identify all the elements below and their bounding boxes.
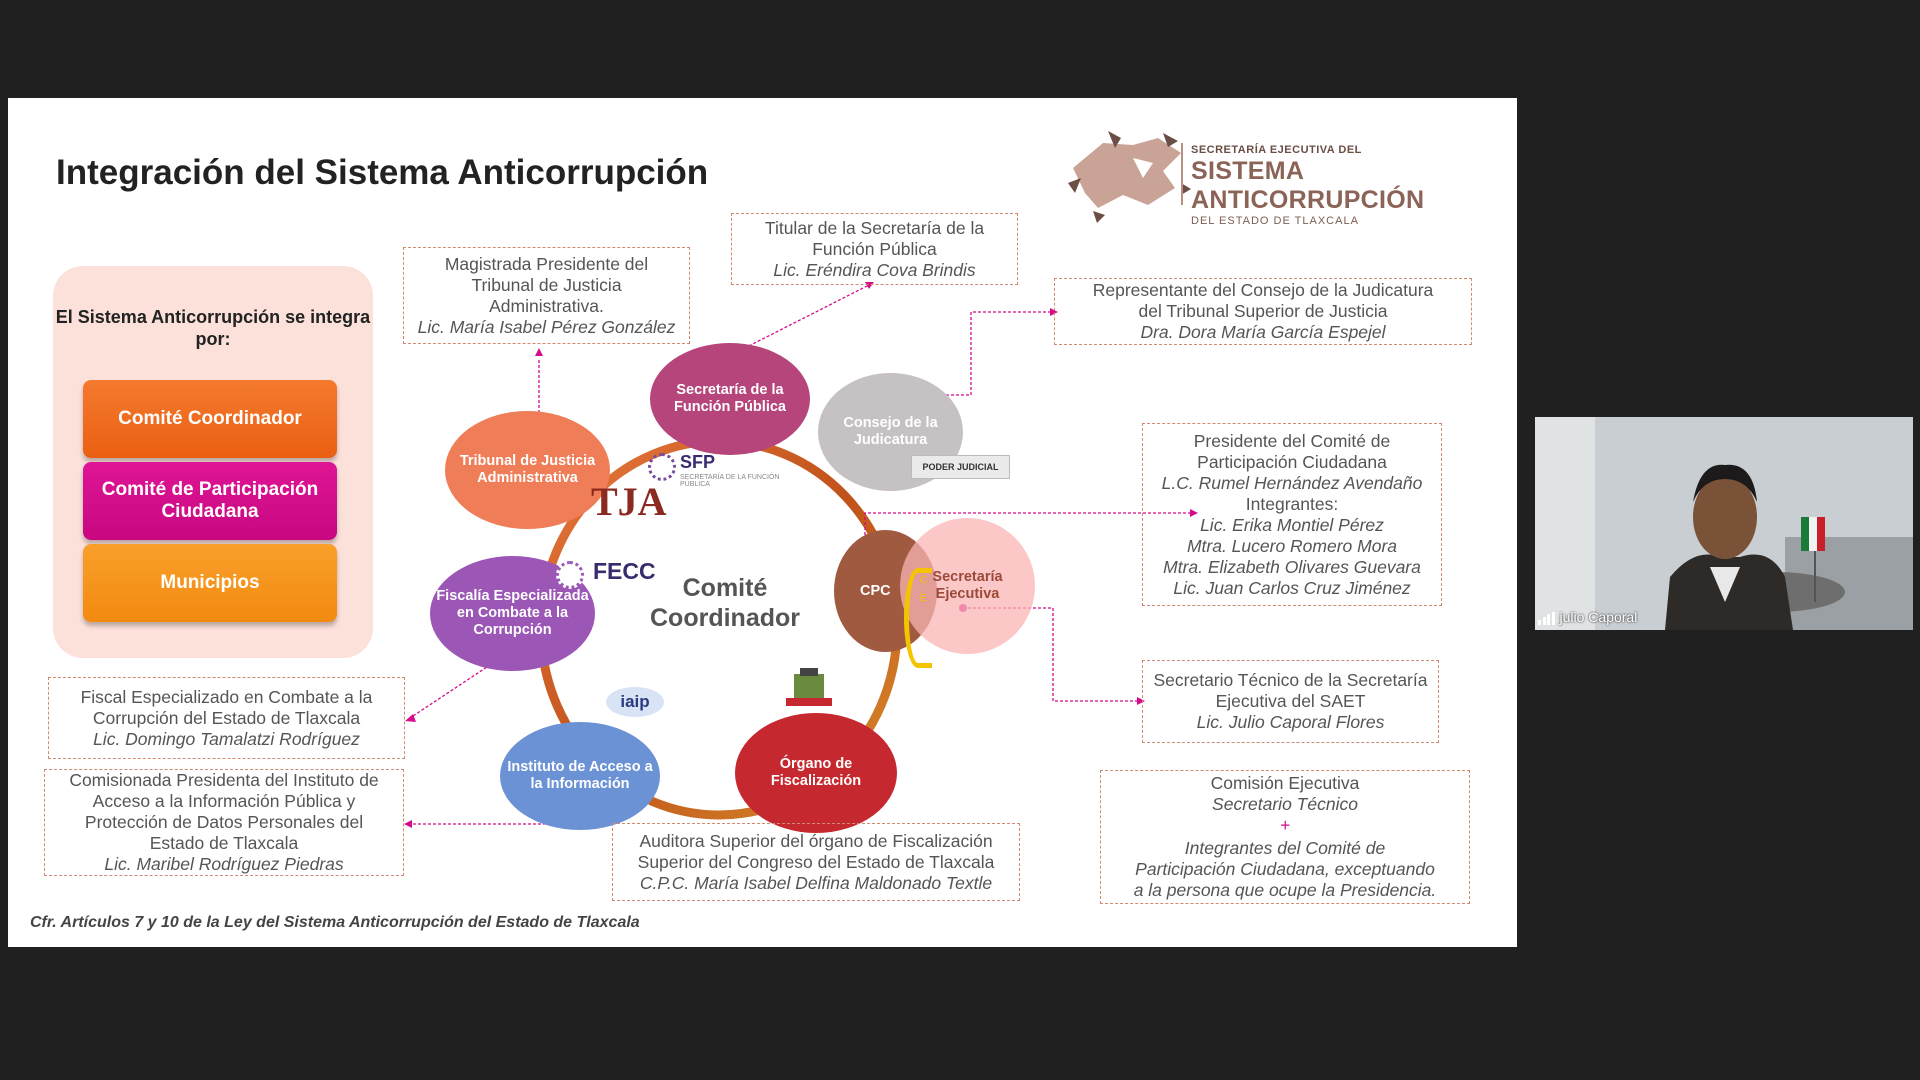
- comite-participacion-ciudadana-button[interactable]: Comité de Participación Ciudadana: [83, 462, 337, 540]
- logo-line-1: SECRETARÍA EJECUTIVA DEL: [1191, 144, 1362, 156]
- arrow-se: [1137, 697, 1145, 705]
- sfp-emblem-icon: [648, 453, 676, 481]
- box-iai-comisionada: Comisionada Presidenta del Instituto de …: [44, 769, 404, 876]
- box-iai-line-1: Comisionada Presidenta del Instituto de: [69, 770, 379, 790]
- box-ofs-line-1: Auditora Superior del órgano de Fiscaliz…: [639, 830, 993, 851]
- box-tja-line-2: Tribunal de Justicia: [471, 274, 622, 295]
- box-tja-line-3: Administrativa.: [489, 295, 604, 316]
- node-secretaria-funcion-publica[interactable]: Secretaría de la Función Pública: [650, 343, 810, 455]
- arrow-tja: [535, 348, 543, 356]
- box-se-secretario-tecnico: Secretario Técnico de la Secretaría Ejec…: [1142, 660, 1439, 743]
- ofs-emblem-icon: [780, 668, 838, 708]
- poder-judicial-logo: PODER JUDICIAL: [911, 455, 1010, 479]
- participant-video-feed: [1535, 417, 1913, 630]
- panel-title: El Sistema Anticorrupción se integra por…: [55, 307, 371, 349]
- box-fecc-line-1: Fiscal Especializado en Combate a la: [80, 686, 373, 707]
- connector-fecc: [409, 658, 500, 719]
- arrow-cpc: [1190, 509, 1198, 517]
- box-se-name: Lic. Julio Caporal Flores: [1196, 712, 1385, 732]
- arrow-fecc: [405, 714, 416, 722]
- box-cpc-presidente: Presidente del Comité de Participación C…: [1142, 423, 1442, 606]
- box-sfp-name: Lic. Eréndira Cova Brindis: [773, 259, 976, 280]
- node-instituto-acceso-informacion[interactable]: Instituto de Acceso a la Información: [500, 722, 660, 830]
- sesea-logo-icon: [1068, 131, 1191, 223]
- box-iai-line-4: Estado de Tlaxcala: [149, 833, 299, 853]
- logo-line-3: DEL ESTADO DE TLAXCALA: [1191, 215, 1359, 227]
- comite-coordinador-button[interactable]: Comité Coordinador: [83, 380, 337, 458]
- ce-label: C E: [920, 575, 928, 604]
- box-sfp-line-2: Función Pública: [812, 238, 937, 259]
- tja-logo-icon: TJA: [591, 479, 667, 524]
- slide-title: Integración del Sistema Anticorrupción: [56, 153, 709, 192]
- fecc-emblem-icon: [556, 561, 584, 589]
- box-cpc-integrantes-label: Integrantes:: [1245, 493, 1339, 514]
- box-sfp-line-1: Titular de la Secretaría de la: [764, 217, 985, 238]
- ce-overlap-arc: [904, 568, 932, 668]
- arrow-iai: [404, 820, 412, 828]
- box-iai-name: Lic. Maribel Rodríguez Piedras: [104, 854, 344, 874]
- sfp-logo-subtext: SECRETARÍA DE LA FUNCIÓN PÚBLICA: [680, 474, 780, 488]
- box-cj-line-2: del Tribunal Superior de Justicia: [1138, 301, 1388, 321]
- logo-text: SECRETARÍA EJECUTIVA DEL SISTEMA ANTICOR…: [1191, 144, 1517, 227]
- box-iai-line-3: Protección de Datos Personales del: [84, 812, 364, 832]
- box-sfp-titular: Titular de la Secretaría de la Función P…: [731, 213, 1018, 285]
- box-cpc-member-2: Mtra. Lucero Romero Mora: [1186, 535, 1398, 556]
- box-tja-name: Lic. María Isabel Pérez González: [417, 316, 676, 337]
- logo-line-2: SISTEMA ANTICORRUPCIÓN: [1191, 157, 1425, 214]
- participant-name-label: julio Caporal: [1538, 609, 1637, 625]
- box-ofs-auditora: Auditora Superior del órgano de Fiscaliz…: [612, 823, 1020, 901]
- signal-strength-icon: [1538, 612, 1555, 625]
- iaip-logo: iaip: [606, 687, 664, 717]
- node-organo-fiscalizacion[interactable]: Órgano de Fiscalización: [735, 713, 897, 833]
- connector-sfp: [730, 284, 870, 356]
- box-cj-representante: Representante del Consejo de la Judicatu…: [1054, 278, 1472, 345]
- box-ce-title: Comisión Ejecutiva: [1210, 773, 1360, 793]
- box-fecc-fiscal: Fiscal Especializado en Combate a la Cor…: [48, 677, 405, 759]
- box-iai-line-2: Acceso a la Información Pública y: [92, 791, 356, 811]
- box-cpc-line-1: Presidente del Comité de: [1193, 430, 1391, 451]
- box-fecc-line-2: Corrupción del Estado de Tlaxcala: [92, 707, 361, 728]
- node-tribunal-justicia-administrativa[interactable]: Tribunal de Justicia Administrativa: [445, 411, 610, 529]
- node-consejo-judicatura[interactable]: Consejo de la Judicatura: [818, 373, 963, 491]
- participant-name: julio Caporal: [1559, 609, 1638, 625]
- system-members-panel: El Sistema Anticorrupción se integra por…: [53, 266, 373, 658]
- municipios-button[interactable]: Municipios: [83, 544, 337, 622]
- box-ce-line-1: Secretario Técnico: [1212, 794, 1358, 814]
- box-ofs-name: C.P.C. María Isabel Delfina Maldonado Te…: [639, 872, 993, 893]
- box-ce-plus: +: [1279, 815, 1291, 835]
- box-se-line-2: Ejecutiva del SAET: [1215, 691, 1366, 711]
- box-cpc-member-4: Lic. Juan Carlos Cruz Jiménez: [1173, 577, 1411, 598]
- sfp-logo-text: SFP: [680, 452, 716, 472]
- fecc-logo-text: FECC: [593, 558, 656, 584]
- footnote: Cfr. Artículos 7 y 10 de la Ley del Sist…: [30, 914, 640, 931]
- box-cpc-line-2: Participación Ciudadana: [1197, 451, 1387, 472]
- logo-separator: [1181, 143, 1183, 205]
- box-tja-line-1: Magistrada Presidente del: [444, 253, 649, 274]
- participant-video-tile[interactable]: julio Caporal: [1535, 417, 1913, 630]
- box-ce-line-3: Participación Ciudadana, exceptuando: [1135, 859, 1435, 879]
- comite-coordinador-center-label: Comité Coordinador: [650, 574, 800, 632]
- box-cpc-member-1: Lic. Erika Montiel Pérez: [1200, 514, 1384, 535]
- box-ce-line-2: Integrantes del Comité de: [1184, 838, 1386, 858]
- box-cpc-name: L.C. Rumel Hernández Avendaño: [1161, 472, 1423, 493]
- box-comision-ejecutiva: Comisión Ejecutiva Secretario Técnico + …: [1100, 770, 1470, 904]
- box-ce-line-4: a la persona que ocupe la Presidencia.: [1133, 880, 1437, 900]
- presentation-slide: Integración del Sistema Anticorrupción S…: [8, 98, 1517, 947]
- connector-cpc: [864, 512, 1191, 555]
- box-se-line-1: Secretario Técnico de la Secretaría: [1153, 670, 1428, 690]
- box-cj-line-1: Representante del Consejo de la Judicatu…: [1092, 280, 1434, 300]
- box-ofs-line-2: Superior del Congreso del Estado de Tlax…: [637, 851, 995, 872]
- box-cpc-member-3: Mtra. Elizabeth Olivares Guevara: [1163, 556, 1421, 577]
- box-cj-name: Dra. Dora María García Espejel: [1140, 322, 1386, 342]
- box-tja-magistrada: Magistrada Presidente del Tribunal de Ju…: [403, 247, 690, 344]
- arrow-sfp: [865, 282, 874, 289]
- box-fecc-name: Lic. Domingo Tamalatzi Rodríguez: [93, 728, 360, 749]
